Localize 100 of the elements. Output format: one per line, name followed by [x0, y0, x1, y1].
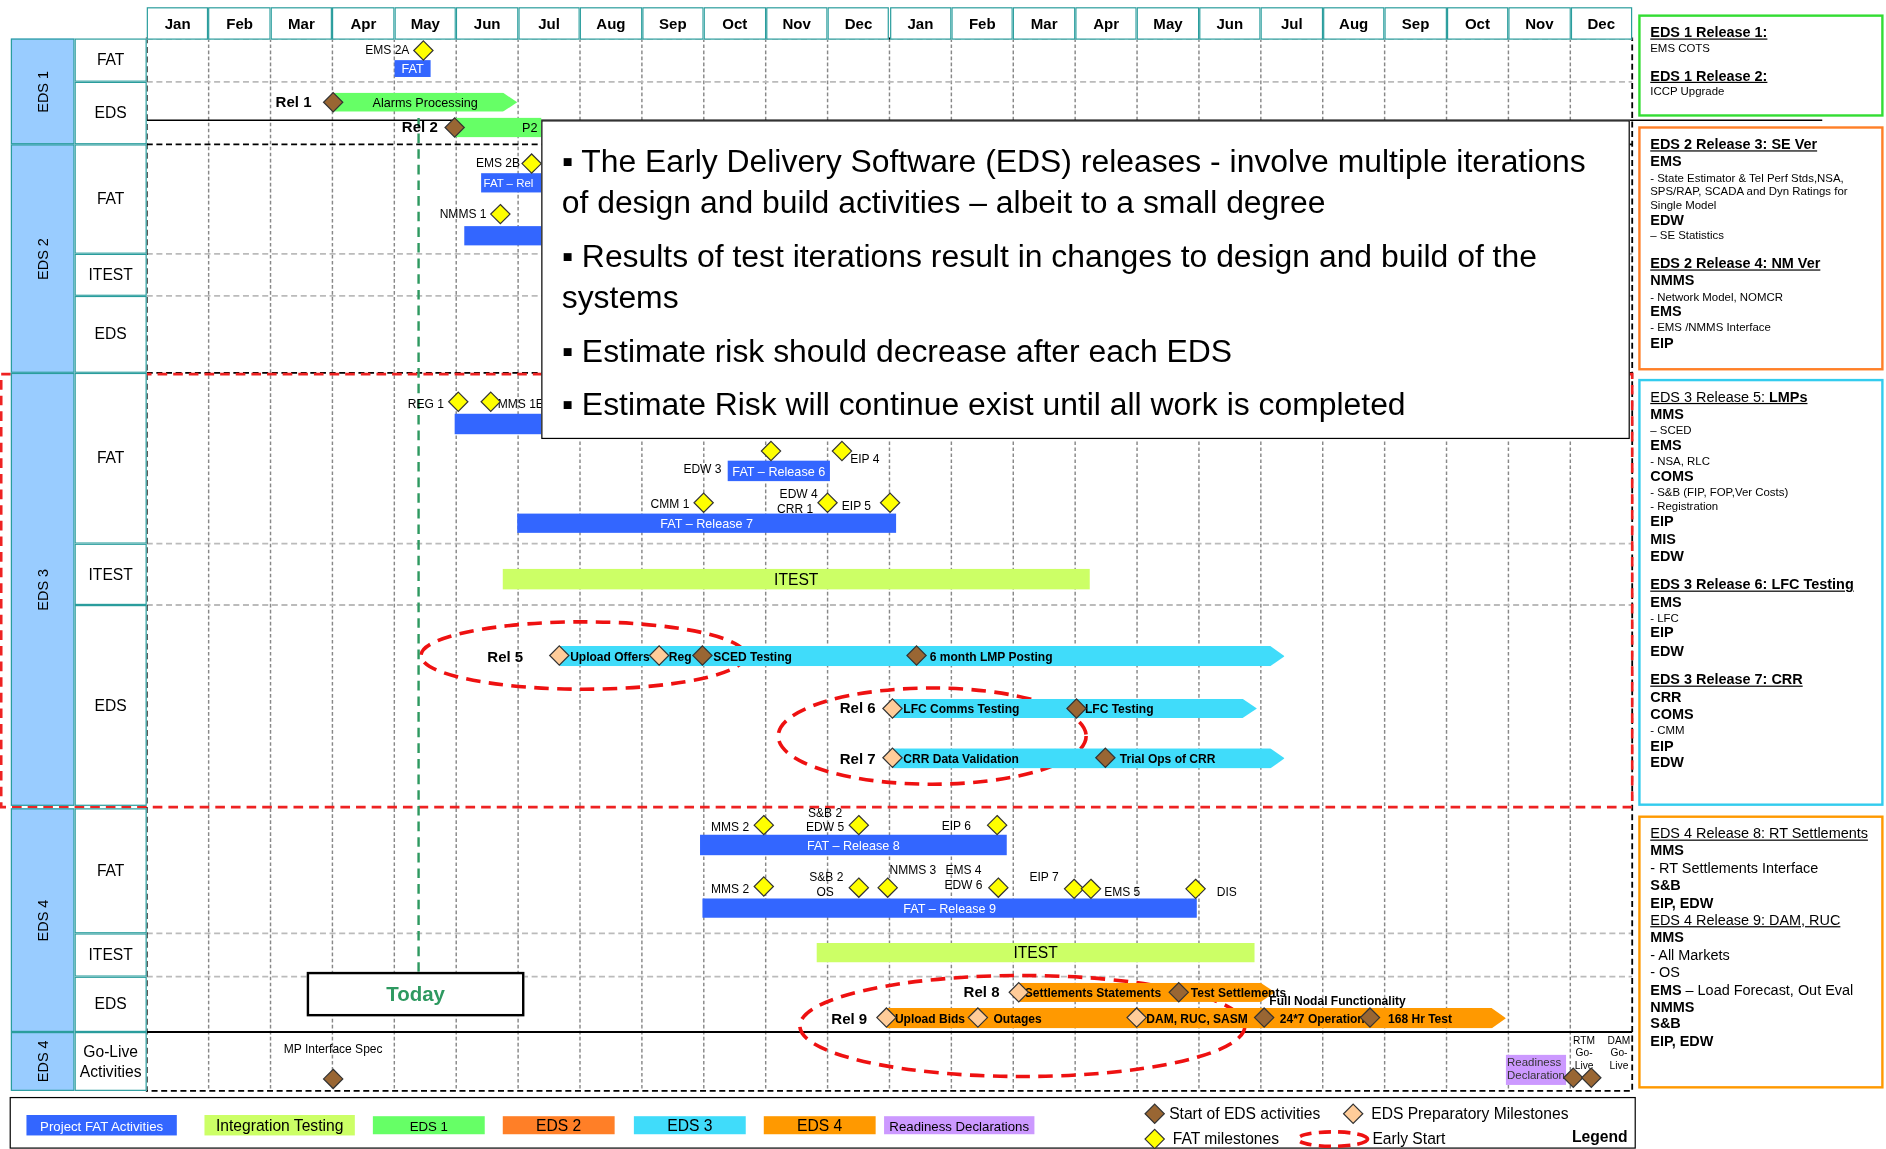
- milestone-label: NMMS 1: [439, 207, 487, 221]
- bullet-point: ▪ The Early Delivery Software (EDS) releases - involve multiple iterations of design and build activities – albeit to a small degree: [561, 142, 1587, 223]
- legend-label: Start of EDS activities: [1169, 1104, 1321, 1123]
- system-name: EDW: [1650, 642, 1685, 660]
- release-heading: EDS 3 Release 6: LFC Testing: [1650, 576, 1855, 594]
- system-name: EDW: [1650, 211, 1685, 229]
- system-name: COMS: [1650, 706, 1695, 724]
- release-detail: - OS: [1650, 963, 1681, 981]
- bar-label: Alarms Processing: [372, 95, 478, 110]
- release-detail: - State Estimator & Tel Perf Stds,NSA, SPS/RAP, SCADA and Dyn Ratings for Single Model: [1650, 170, 1849, 212]
- legend-swatch: EDS 2: [502, 1116, 615, 1135]
- system-name: S&B: [1650, 1015, 1682, 1033]
- milestone-label: DIS: [1216, 885, 1237, 900]
- milestone-label: MP Interface Spec: [283, 1041, 383, 1056]
- legend-title: Legend: [1571, 1128, 1628, 1147]
- system-name: COMS: [1650, 467, 1695, 486]
- bar-label: FAT – Release 9: [903, 900, 997, 916]
- callout-box: [541, 120, 1630, 439]
- release-detail: EMS – Load Forecast, Out Eval: [1650, 980, 1855, 999]
- month-header: Mar: [1013, 7, 1076, 40]
- system-name: EMS: [1650, 153, 1683, 171]
- gantt-bar: [394, 60, 431, 77]
- bar-label: FAT: [401, 61, 424, 76]
- row-header: FAT: [74, 38, 147, 82]
- gantt-bar: [481, 173, 542, 193]
- system-name: EDW: [1650, 547, 1685, 565]
- release-heading: EDS 4 Release 9: DAM, RUC: [1650, 911, 1842, 929]
- bar-label: 168 Hr Test: [1388, 1011, 1452, 1025]
- release-detail: - LFC: [1650, 611, 1680, 625]
- bullet-point: ▪ Estimate risk should decrease after each EDS: [561, 331, 1234, 371]
- milestone-label: EIP 6: [941, 819, 971, 834]
- milestone-label: EIP 5: [841, 499, 871, 514]
- row-group-header: EDS 4: [10, 808, 75, 1032]
- system-name: EIP: [1650, 512, 1675, 530]
- release-detail: - RT Settlements Interface: [1650, 859, 1820, 878]
- bar-label: Reg: [668, 649, 692, 663]
- release-label: Rel 2: [401, 119, 438, 136]
- month-header: Aug: [580, 7, 642, 40]
- milestone-label: CMM 1: [650, 497, 690, 511]
- bar-label: FAT – Rel: [483, 176, 534, 190]
- milestone-label: EMS 2B: [475, 156, 521, 171]
- milestone-label: EIP 7: [1029, 869, 1059, 884]
- release-label: Rel 1: [275, 93, 312, 111]
- milestone-label: EDW 3: [683, 462, 722, 476]
- system-name: EIP: [1650, 334, 1675, 352]
- system-name: CRR: [1650, 688, 1683, 707]
- row-header: ITEST: [74, 543, 147, 605]
- bar-label: CRR Data Validation: [903, 751, 1019, 765]
- system-name: EIP, EDW: [1650, 1032, 1715, 1051]
- legend-label: Early Start: [1372, 1129, 1446, 1148]
- milestone-label: CRR 1: [777, 501, 814, 516]
- month-header: Apr: [1075, 7, 1138, 40]
- legend-swatch: Integration Testing: [204, 1115, 355, 1136]
- milestone-label: EIP 4: [850, 452, 880, 467]
- bullet-point: ▪ Results of test iterations result in changes to design and build of the systems: [561, 237, 1538, 318]
- month-header: Jun: [1198, 7, 1261, 40]
- row-group-header: EDS 3: [10, 372, 75, 806]
- row-group-header: EDS 2: [10, 144, 75, 373]
- milestone-label: EDW 5: [806, 820, 845, 835]
- month-header: Mar: [270, 7, 333, 40]
- legend-swatch: Project FAT Activities: [26, 1115, 177, 1136]
- month-header: Jul: [1260, 7, 1323, 40]
- bar-label: 24*7 Operation: [1279, 1011, 1365, 1025]
- legend-swatch: EDS 4: [763, 1116, 876, 1135]
- month-header: Nov: [765, 7, 828, 40]
- release-notes-panel: [1638, 126, 1884, 371]
- milestone-label: S&B 2: [809, 869, 844, 884]
- legend-swatch: Readiness Declarations: [884, 1116, 1035, 1135]
- release-heading: EDS 4 Release 8: RT Settlements: [1650, 825, 1869, 843]
- release-detail: - NSA, RLC: [1650, 454, 1711, 468]
- release-label: Rel 7: [839, 749, 876, 767]
- row-header: EDS: [74, 81, 147, 145]
- milestone-label: EDW 6: [944, 878, 983, 893]
- gantt-bar: [702, 898, 1197, 918]
- milestone-label: MMS 2: [711, 881, 750, 896]
- row-header: EDS: [74, 976, 147, 1032]
- legend-label: EDS Preparatory Milestones: [1371, 1104, 1569, 1123]
- bar-label: FAT – Release 7: [660, 516, 754, 531]
- gantt-bar: [700, 834, 1007, 856]
- release-detail: ICCP Upgrade: [1650, 84, 1726, 99]
- bar-label: Upload Bids: [894, 1011, 966, 1025]
- release-detail: - Registration: [1650, 498, 1720, 513]
- release-notes-panel: [1638, 378, 1884, 806]
- row-header: ITEST: [74, 933, 147, 977]
- bar-label: Trial Ops of CRR: [1119, 751, 1216, 765]
- system-name: NMMS: [1650, 998, 1696, 1016]
- release-detail: – SCED: [1650, 423, 1693, 437]
- milestone-label: EMS 2A: [365, 43, 410, 58]
- row-header: FAT: [74, 144, 147, 254]
- bar-label: LFC Comms Testing: [903, 701, 1020, 716]
- release-detail: - EMS /NMMS Interface: [1650, 320, 1772, 334]
- month-header: Feb: [951, 7, 1014, 40]
- row-header: EDS: [74, 295, 147, 373]
- system-name: EMS: [1650, 593, 1683, 612]
- release-label: Rel 5: [487, 647, 524, 665]
- bullet-point: ▪ Estimate Risk will continue exist until all work is completed: [561, 385, 1407, 425]
- milestone-label: RTM Go-Live: [1572, 1036, 1597, 1072]
- release-detail: EMS COTS: [1650, 41, 1711, 56]
- release-notes-panel: [1638, 815, 1884, 1089]
- milestone-label: EMS 5: [1104, 885, 1141, 900]
